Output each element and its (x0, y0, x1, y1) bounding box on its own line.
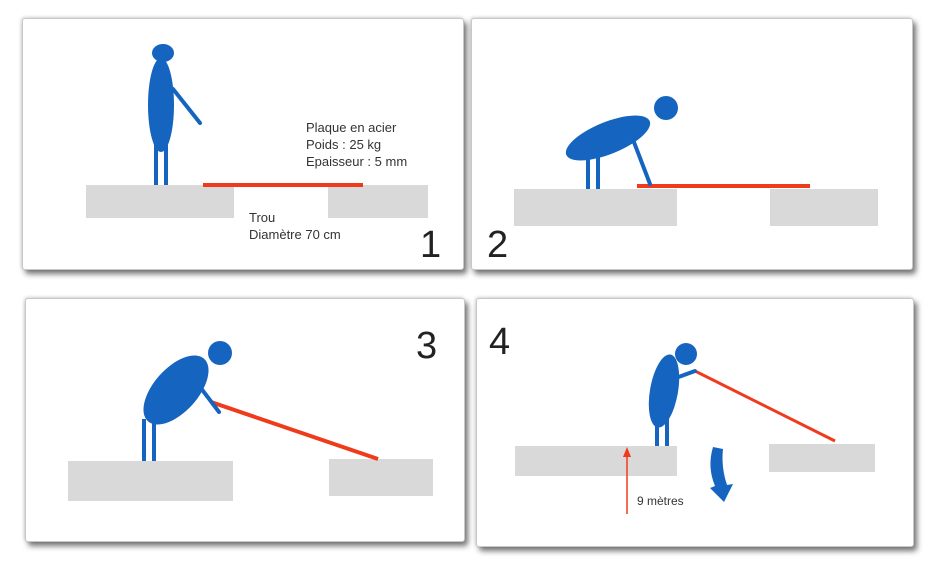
bending-person-icon (565, 96, 678, 189)
ground-right (770, 189, 878, 226)
panel-step-2: 2 (471, 18, 913, 270)
ground-right (328, 185, 428, 218)
step-number: 2 (487, 224, 509, 266)
raising-person-icon (648, 343, 697, 446)
plate-thickness-text: Epaisseur : 5 mm (306, 154, 408, 169)
panel-step-1: Plaque en acier Poids : 25 kg Epaisseur … (22, 18, 464, 270)
step-4-illustration (515, 343, 875, 514)
hole-diameter-text: Diamètre 70 cm (249, 227, 341, 242)
ground-left (86, 185, 234, 218)
height-label: 9 mètres (637, 494, 684, 508)
step-2-illustration (514, 96, 878, 226)
hole-title-text: Trou (249, 210, 276, 225)
ground-right (769, 444, 875, 472)
ground-right (329, 459, 433, 496)
ground-left (514, 189, 677, 226)
step-1-illustration (86, 44, 428, 218)
plate-label: Plaque en acier Poids : 25 kg Epaisseur … (306, 119, 407, 170)
falling-plate-arrow-icon (710, 447, 733, 502)
step-number: 4 (489, 321, 511, 363)
plate-material-text: Plaque en acier (306, 120, 397, 135)
standing-person-icon (148, 44, 202, 185)
step-3-illustration (68, 341, 433, 501)
ground-left (68, 461, 233, 501)
height-arrow-icon (623, 447, 631, 514)
ground-left (515, 446, 677, 476)
step-number: 3 (416, 325, 438, 367)
steel-plate-lifted (210, 400, 379, 461)
panel-step-4: 9 mètres 4 (476, 298, 914, 547)
steel-plate-raised (694, 369, 836, 443)
hole-label: Trou Diamètre 70 cm (249, 209, 341, 243)
panel-step-3: 3 (25, 298, 465, 542)
plate-weight-text: Poids : 25 kg (306, 137, 382, 152)
lifting-person-icon (142, 341, 232, 461)
step-number: 1 (420, 224, 442, 266)
